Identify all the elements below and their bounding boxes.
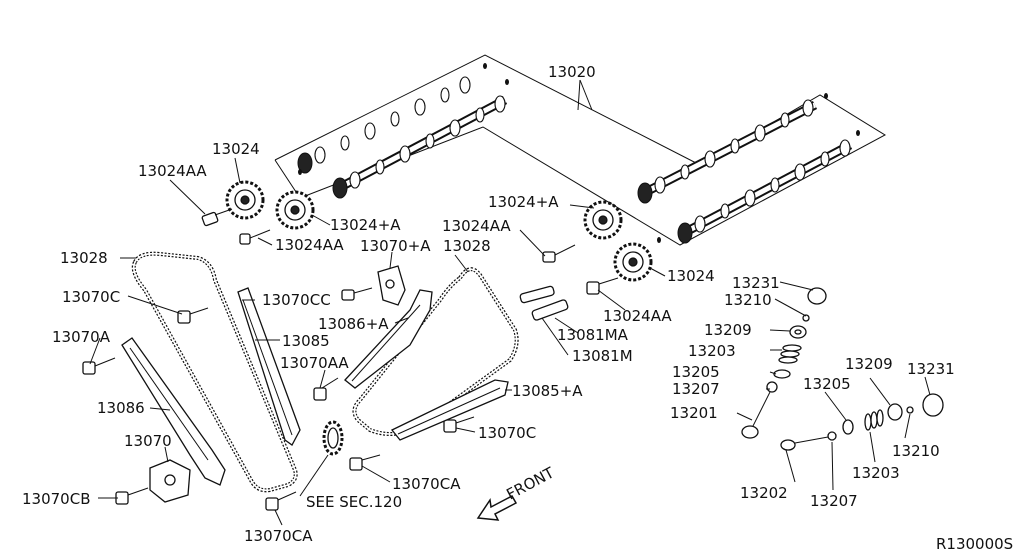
right-bank-camshaft-upper xyxy=(637,99,818,204)
sprocket-13024A-right xyxy=(583,200,623,240)
label-13024-right: 13024 xyxy=(667,267,715,285)
chain-guide-13085 xyxy=(237,287,301,446)
tensioner-arm-13086A xyxy=(344,289,433,389)
left-bank-camshaft-upper xyxy=(297,76,472,174)
label-13070: 13070 xyxy=(124,432,172,450)
label-13024A-right: 13024+A xyxy=(488,193,559,211)
pins-13081M xyxy=(519,285,569,321)
label-13203-right: 13203 xyxy=(852,464,900,482)
bolt-13070AA xyxy=(313,377,339,401)
label-13205-right: 13205 xyxy=(803,375,851,393)
part-labels: 13020 13024 13024AA 13024+A 13024AA 1302… xyxy=(22,63,1013,553)
bolt-13070CB xyxy=(115,487,149,505)
label-13070AA: 13070AA xyxy=(280,354,349,372)
crank-sprocket xyxy=(322,420,344,456)
label-13024-top: 13024 xyxy=(212,140,260,158)
bolt-13070A xyxy=(82,357,116,375)
label-13085: 13085 xyxy=(282,332,330,350)
label-13028-left: 13028 xyxy=(60,249,108,267)
label-13024AA-right-bot: 13024AA xyxy=(603,307,672,325)
label-13024AA-right-top: 13024AA xyxy=(442,217,511,235)
bolt-13024AA-top xyxy=(201,208,233,227)
tensioner-arm-13086 xyxy=(121,337,226,486)
bolt-13024AA-right-top xyxy=(542,244,576,263)
label-13085A: 13085+A xyxy=(512,382,583,400)
front-arrow xyxy=(476,495,518,521)
bolt-13024AA-right-bot xyxy=(586,277,619,295)
label-13207-right: 13207 xyxy=(810,492,858,510)
label-13205-left: 13205 xyxy=(672,363,720,381)
label-13020: 13020 xyxy=(548,63,596,81)
valve-parts-left-stack xyxy=(741,287,827,439)
label-13209-left: 13209 xyxy=(704,321,752,339)
label-front: FRONT xyxy=(503,463,557,503)
bolt-13070CA-bot xyxy=(265,491,297,511)
valve-parts-right-stack xyxy=(780,393,944,451)
bolt-13024AA-left xyxy=(239,229,271,245)
right-bank-camshaft-lower xyxy=(677,139,853,244)
label-13024A-left: 13024+A xyxy=(330,216,401,234)
label-13201: 13201 xyxy=(670,404,718,422)
label-see-sec: SEE SEC.120 xyxy=(306,493,402,511)
label-13024AA-top: 13024AA xyxy=(138,162,207,180)
label-13070C-mid: 13070C xyxy=(478,424,536,442)
bolt-13070C-mid xyxy=(443,416,475,433)
sprocket-13024-left xyxy=(225,180,265,220)
label-13070A-mid: 13070+A xyxy=(360,237,431,255)
label-ref-code: R130000S xyxy=(936,535,1013,553)
spring-13203-right xyxy=(864,409,884,431)
label-13024AA-left: 13024AA xyxy=(275,236,344,254)
label-13086A: 13086+A xyxy=(318,315,389,333)
left-bank-camshaft-lower xyxy=(332,95,508,199)
label-13210-top: 13210 xyxy=(724,291,772,309)
label-13202: 13202 xyxy=(740,484,788,502)
tensioner-13070 xyxy=(149,459,191,503)
bolts xyxy=(82,208,619,511)
label-13210-right: 13210 xyxy=(892,442,940,460)
label-13081MA: 13081MA xyxy=(557,326,629,344)
bolt-13070CA-mid xyxy=(349,454,381,471)
label-13070CB: 13070CB xyxy=(22,490,90,508)
leader-lines xyxy=(89,79,931,526)
label-13070CA-bot: 13070CA xyxy=(244,527,313,545)
label-13028-right: 13028 xyxy=(443,237,491,255)
label-13203-left: 13203 xyxy=(688,342,736,360)
bolt-13070CC xyxy=(341,287,373,301)
timing-chain-left xyxy=(131,251,298,493)
chain-guide-13085A xyxy=(390,379,509,441)
label-13070CA-mid: 13070CA xyxy=(392,475,461,493)
label-13070C-left: 13070C xyxy=(62,288,120,306)
label-13231-right: 13231 xyxy=(907,360,955,378)
label-13070CC: 13070CC xyxy=(262,291,331,309)
label-13207-left: 13207 xyxy=(672,380,720,398)
label-13070A: 13070A xyxy=(52,328,111,346)
spring-13203-left xyxy=(778,344,802,364)
label-13081M: 13081M xyxy=(572,347,633,365)
label-13209-right: 13209 xyxy=(845,355,893,373)
frame-dowel-pins xyxy=(298,63,860,243)
label-13231-top: 13231 xyxy=(732,274,780,292)
sprocket-13024A-left xyxy=(275,190,315,230)
bolt-13070C-left xyxy=(177,307,209,324)
sprocket-13024-right xyxy=(613,242,653,282)
tensioner-13070A xyxy=(377,265,406,306)
label-13086: 13086 xyxy=(97,399,145,417)
